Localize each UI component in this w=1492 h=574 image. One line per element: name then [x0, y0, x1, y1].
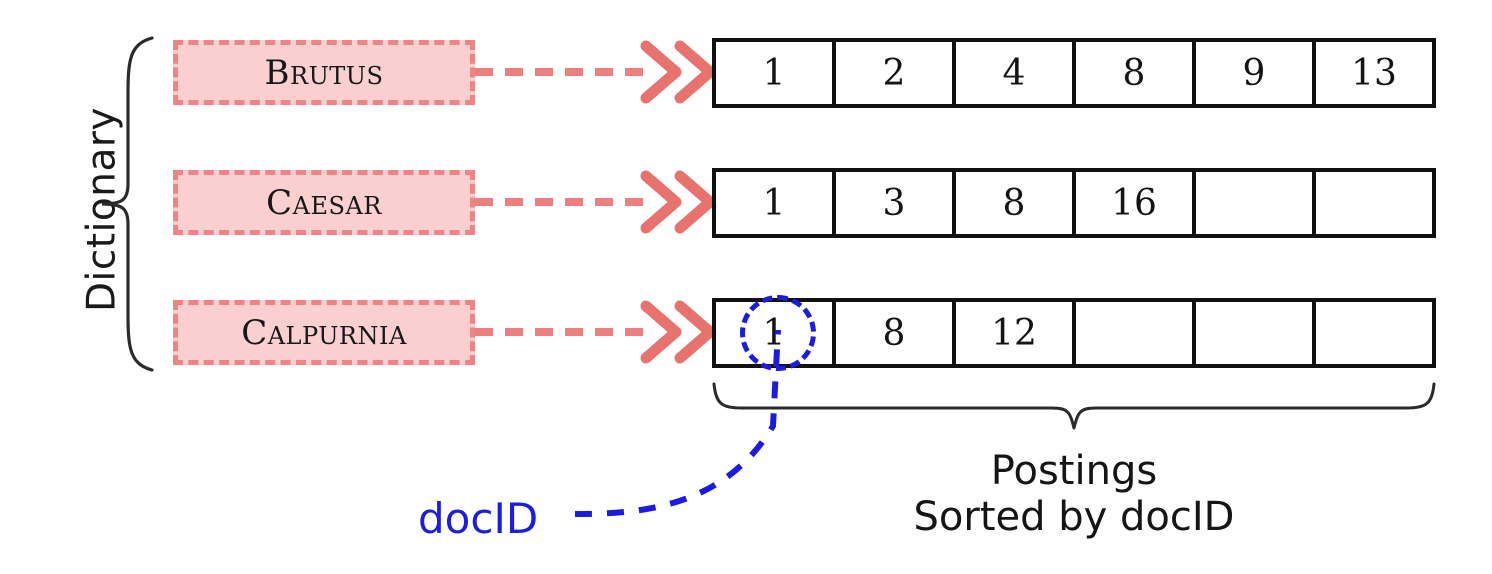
- posting-cell[interactable]: 3: [836, 172, 956, 234]
- posting-cell-empty[interactable]: [1196, 302, 1316, 364]
- connector-line-caesar: [475, 198, 647, 206]
- double-chevron-right-icon: [638, 166, 716, 238]
- posting-cell-empty[interactable]: [1076, 302, 1196, 364]
- curly-brace-bottom-icon: [712, 382, 1436, 432]
- postings-row-brutus: 1 2 4 8 9 13: [712, 38, 1436, 108]
- posting-cell[interactable]: 1: [716, 42, 836, 104]
- posting-cell-empty[interactable]: [1196, 172, 1316, 234]
- postings-row-caesar: 1 3 8 16: [712, 168, 1436, 238]
- posting-cell[interactable]: 2: [836, 42, 956, 104]
- term-label: Calpurnia: [241, 312, 407, 353]
- posting-cell-empty[interactable]: [1316, 172, 1432, 234]
- postings-caption-line-2: Sorted by docID: [913, 494, 1235, 540]
- term-box-brutus[interactable]: Brutus: [173, 40, 475, 105]
- posting-cell[interactable]: 9: [1196, 42, 1316, 104]
- posting-cell[interactable]: 8: [836, 302, 956, 364]
- double-chevron-right-icon: [638, 296, 716, 368]
- docid-label: docID: [418, 494, 539, 543]
- connector-line-brutus: [475, 68, 647, 76]
- posting-cell[interactable]: 13: [1316, 42, 1432, 104]
- posting-cell[interactable]: 12: [956, 302, 1076, 364]
- double-chevron-right-icon: [638, 36, 716, 108]
- term-box-calpurnia[interactable]: Calpurnia: [173, 300, 475, 365]
- posting-cell-empty[interactable]: [1316, 302, 1432, 364]
- dashed-circle-icon: [740, 295, 816, 371]
- posting-cell[interactable]: 8: [956, 172, 1076, 234]
- term-label: Caesar: [266, 182, 382, 223]
- curly-brace-left-icon: [96, 34, 156, 374]
- posting-cell[interactable]: 1: [716, 172, 836, 234]
- postings-caption-line-1: Postings: [990, 448, 1158, 494]
- posting-cell[interactable]: 4: [956, 42, 1076, 104]
- postings-row-calpurnia: 1 8 12: [712, 298, 1436, 368]
- posting-cell[interactable]: 16: [1076, 172, 1196, 234]
- term-label: Brutus: [264, 52, 384, 93]
- postings-caption: Postings Sorted by docID: [712, 448, 1436, 540]
- term-box-caesar[interactable]: Caesar: [173, 170, 475, 235]
- connector-line-calpurnia: [475, 328, 647, 336]
- posting-cell[interactable]: 8: [1076, 42, 1196, 104]
